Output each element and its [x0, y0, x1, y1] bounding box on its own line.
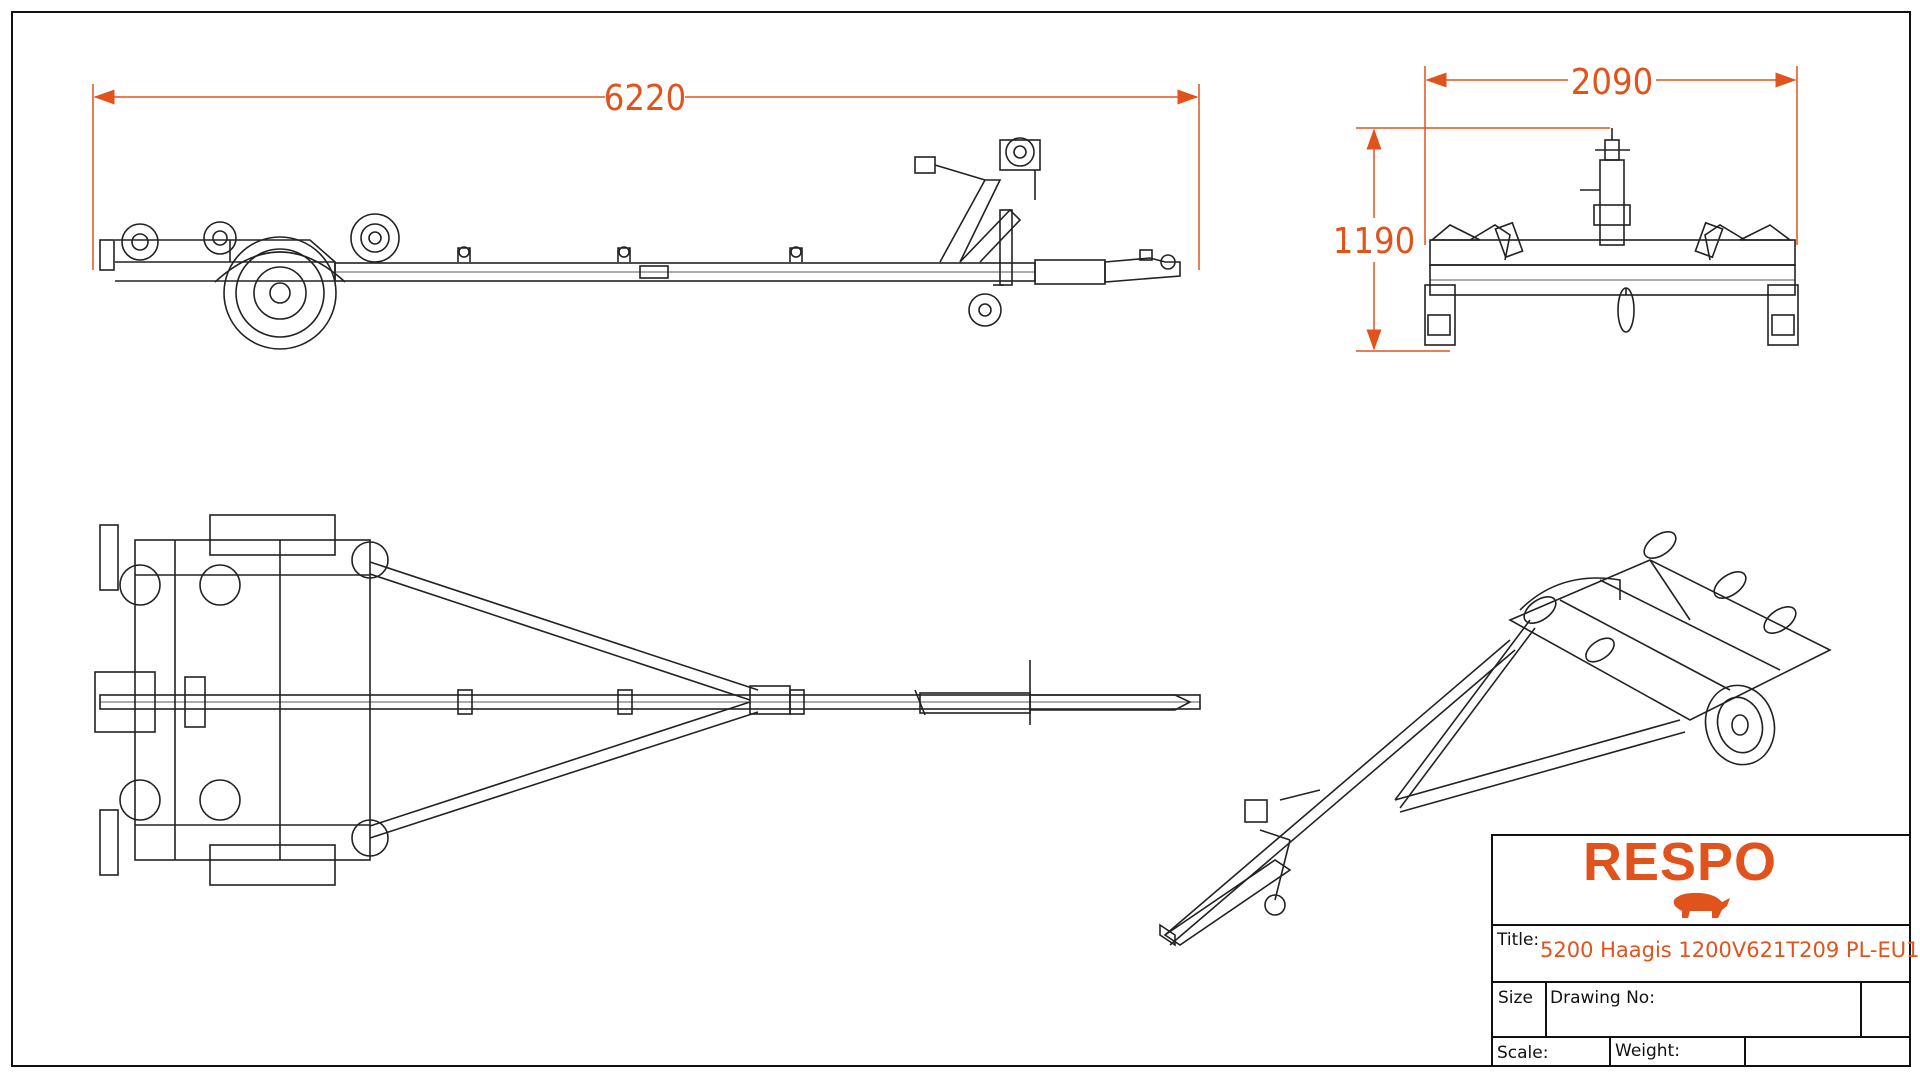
- rear-view: [1424, 128, 1799, 346]
- scale-label: Scale:: [1497, 1043, 1548, 1063]
- isometric-view: [1159, 531, 1832, 947]
- width-dimension: [1424, 66, 1798, 245]
- height-dimension: [1356, 127, 1610, 352]
- length-dimension-label: 6220: [604, 78, 686, 119]
- title-value: 5200 Haagis 1200V621T209 PL-EU1.: [1540, 938, 1920, 962]
- rhino-logo-icon: [1673, 892, 1730, 918]
- weight-label: Weight:: [1615, 1041, 1680, 1061]
- sheet-border: [11, 11, 1911, 1067]
- size-label: Size: [1498, 988, 1533, 1008]
- title-block: [1491, 834, 1911, 1067]
- height-dimension-label: 1190: [1333, 221, 1415, 262]
- title-label: Title:: [1496, 930, 1539, 950]
- side-view: [99, 137, 1181, 350]
- length-dimension: [92, 84, 1200, 270]
- top-view: [94, 514, 1201, 886]
- width-dimension-label: 2090: [1571, 62, 1653, 103]
- drawing-no-label: Drawing No:: [1550, 988, 1655, 1008]
- respo-logo: RESPO: [1583, 832, 1777, 892]
